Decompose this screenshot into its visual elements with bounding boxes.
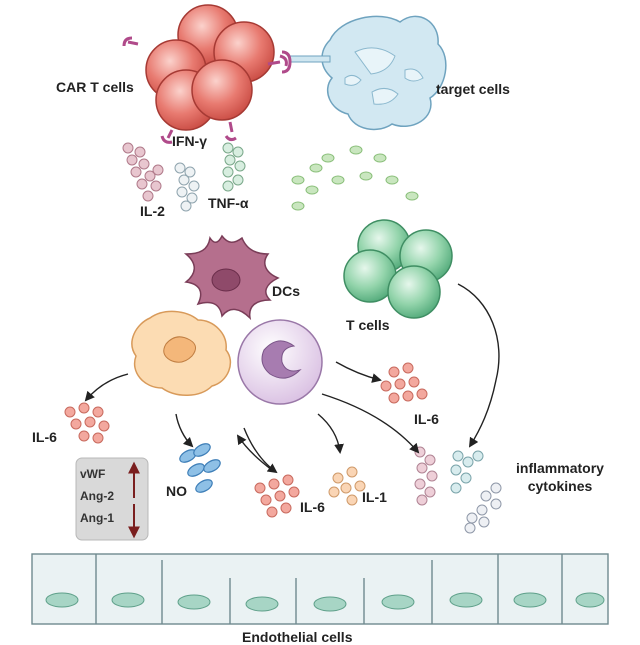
neutrophil bbox=[237, 319, 323, 405]
dendritic-cell bbox=[183, 234, 280, 321]
no-label: NO bbox=[166, 483, 187, 499]
tnf-beads bbox=[174, 162, 200, 212]
target-cell bbox=[281, 15, 447, 131]
inflammatory-beads-gray bbox=[464, 482, 502, 534]
car-t-cells-label: CAR T cells bbox=[56, 79, 134, 95]
il6-bottom-beads bbox=[254, 474, 300, 518]
il6-right-label: IL-6 bbox=[414, 411, 439, 427]
il6-left-label: IL-6 bbox=[32, 429, 57, 445]
endothelial-cells-label: Endothelial cells bbox=[242, 629, 353, 645]
marker-ang1: Ang-1 bbox=[80, 511, 114, 525]
dcs-label: DCs bbox=[272, 283, 301, 299]
inflammatory-beads-teal bbox=[450, 450, 484, 494]
il2-beads bbox=[122, 142, 164, 202]
marker-vwf: vWF bbox=[80, 467, 106, 481]
t-cells-label: T cells bbox=[346, 317, 390, 333]
il6-left-beads bbox=[64, 402, 110, 444]
macrophage bbox=[131, 310, 232, 396]
no-molecules bbox=[179, 443, 221, 493]
inflammatory-cytokines-label: inflammatory cytokines bbox=[516, 460, 604, 494]
il1-label: IL-1 bbox=[362, 489, 387, 505]
il6-bottom-label: IL-6 bbox=[300, 499, 325, 515]
car-t-cells bbox=[122, 4, 288, 144]
floating-cytokines bbox=[291, 145, 419, 211]
endothelial-marker-box bbox=[75, 457, 149, 541]
il6-right-beads bbox=[380, 362, 428, 404]
endothelium-layer bbox=[31, 553, 609, 625]
il1-beads bbox=[328, 466, 366, 506]
pathway-arrows bbox=[84, 283, 500, 474]
tnf-alpha-label: TNF-α bbox=[208, 195, 249, 211]
ifn-beads bbox=[222, 142, 246, 192]
marker-ang2: Ang-2 bbox=[80, 489, 114, 503]
il2-label: IL-2 bbox=[140, 203, 165, 219]
target-cells-label: target cells bbox=[436, 81, 510, 97]
t-cells bbox=[343, 219, 453, 319]
ifn-gamma-label: IFN-γ bbox=[172, 133, 207, 149]
inflammatory-beads-pink bbox=[414, 446, 438, 506]
